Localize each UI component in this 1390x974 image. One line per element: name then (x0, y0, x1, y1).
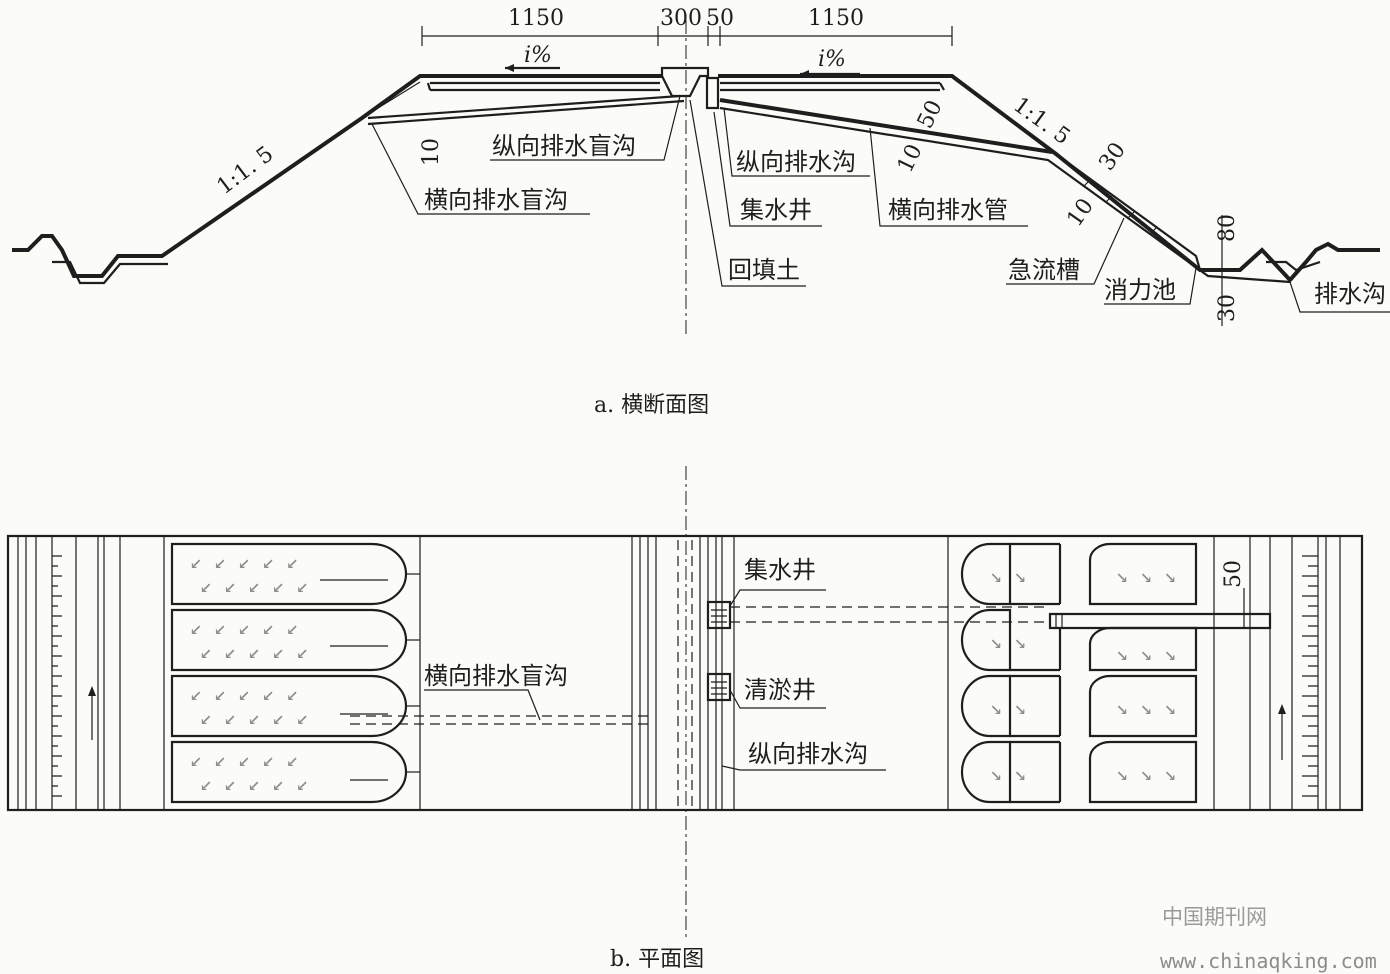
desilting-well-plan-icon (706, 672, 732, 702)
plan-view: ↙ ↙ ↙ ↙ ↙ ↙ ↙ ↙ ↙ ↙ ↙ ↙ ↙ ↙ ↙ ↙ ↙ ↙ ↙ ↙ … (6, 466, 1364, 972)
label-transverse-blind-ditch: 横向排水盲沟 (424, 186, 568, 214)
right-embankment-outline (718, 74, 1380, 283)
collecting-well-plan-icon (706, 600, 732, 630)
plan-label-longitudinal-ditch: 纵向排水沟 (748, 740, 868, 768)
right-pipe-lower (719, 106, 1291, 284)
leader-plan-transverse-blind (424, 689, 541, 721)
leader-transverse-pipe (869, 127, 1028, 227)
dim-80: 80 (1215, 214, 1240, 242)
cross-section: 1150 300 50 1150 i% i% (12, 6, 1390, 418)
plan-label-transverse-blind-ditch: 横向排水盲沟 (424, 662, 568, 690)
svg-text:↙ ↙ ↙ ↙ ↙: ↙ ↙ ↙ ↙ ↙ (200, 771, 308, 795)
slope-arrowhead-left (505, 64, 514, 72)
label-transverse-pipe: 横向排水管 (888, 196, 1008, 224)
ratio-left: 1:1. 5 (213, 142, 279, 200)
dim-50-section: 50 (913, 97, 948, 133)
leader-chute (1006, 217, 1125, 285)
left-blind-ditch-cells: ↙ ↙ ↙ ↙ ↙ ↙ ↙ ↙ ↙ ↙ ↙ ↙ ↙ ↙ ↙ ↙ ↙ ↙ ↙ ↙ … (170, 542, 420, 804)
right-transverse-pipe (719, 98, 1053, 154)
right-pavement-layer (720, 81, 945, 92)
svg-text:↘ ↘: ↘ ↘ (990, 695, 1026, 719)
dim-10-a: 10 (893, 141, 928, 177)
watermark-url: www.chinaqking.com (1160, 949, 1377, 973)
dim-1150-left: 1150 (508, 6, 564, 31)
slope-mark-right: i% (818, 47, 846, 72)
slope-arrowhead-right (800, 70, 809, 78)
dim-30-b: 30 (1215, 294, 1240, 322)
svg-text:↙ ↙ ↙ ↙ ↙: ↙ ↙ ↙ ↙ ↙ (190, 681, 298, 705)
dim-50-plan: 50 (1221, 560, 1246, 588)
label-backfill: 回填土 (728, 256, 800, 284)
svg-text:↘ ↘: ↘ ↘ (990, 563, 1026, 587)
svg-text:↙ ↙ ↙ ↙ ↙: ↙ ↙ ↙ ↙ ↙ (200, 573, 308, 597)
label-chute: 急流槽 (1008, 256, 1080, 284)
svg-text:↙ ↙ ↙ ↙ ↙: ↙ ↙ ↙ ↙ ↙ (190, 549, 298, 573)
left-edge-strip (17, 536, 165, 810)
leader-plan-desilting-well (729, 689, 826, 709)
svg-text:↙ ↙ ↙ ↙ ↙: ↙ ↙ ↙ ↙ ↙ (200, 705, 308, 729)
dim-10-b: 10 (1062, 194, 1099, 231)
left-embankment-outline (12, 74, 662, 278)
leader-plan-longitudinal-ditch (721, 765, 886, 771)
outlet-pipe-end (1055, 614, 1063, 628)
svg-text:↙ ↙ ↙ ↙ ↙: ↙ ↙ ↙ ↙ ↙ (200, 639, 308, 663)
label-longitudinal-ditch: 纵向排水沟 (736, 148, 856, 176)
watermark-cn: 中国期刊网 (1162, 905, 1267, 929)
dim-30-a: 30 (1094, 138, 1131, 175)
leader-plan-collecting-well (729, 589, 826, 607)
dim-300: 300 (660, 6, 702, 31)
svg-text:↙ ↙ ↙ ↙ ↙: ↙ ↙ ↙ ↙ ↙ (190, 747, 298, 771)
collecting-well-section (705, 76, 720, 110)
chute-steps (1083, 179, 1157, 235)
left-pavement-layer (426, 81, 660, 92)
svg-text:↘ ↘ ↘: ↘ ↘ ↘ (1116, 761, 1176, 785)
leader-longitudinal-ditch (723, 107, 870, 177)
plan-label-desilting-well: 清淤井 (744, 676, 816, 704)
dim-10-left: 10 (419, 138, 444, 166)
plan-label-collecting-well: 集水井 (744, 556, 816, 584)
leader-backfill (689, 99, 806, 287)
caption-section: a. 横断面图 (594, 393, 709, 418)
right-chute-cells: ↘ ↘ ↘ ↘ ↘ ↘ ↘ ↘ ↘ ↘ ↘ ↘ ↘ ↘ ↘ ↘ ↘ ↘ ↘ ↘ (960, 542, 1198, 804)
svg-text:↘ ↘ ↘: ↘ ↘ ↘ (1116, 563, 1176, 587)
slope-mark-left: i% (524, 43, 552, 68)
left-slope-inner (361, 81, 421, 119)
svg-text:↘ ↘: ↘ ↘ (990, 629, 1026, 653)
svg-text:↘ ↘: ↘ ↘ (990, 761, 1026, 785)
svg-text:↙ ↙ ↙ ↙ ↙: ↙ ↙ ↙ ↙ ↙ (190, 615, 298, 639)
leader-collecting-well (713, 111, 822, 227)
svg-text:↘ ↘ ↘: ↘ ↘ ↘ (1116, 695, 1176, 719)
leader-stilling-basin (1104, 267, 1197, 305)
chute (1055, 153, 1202, 271)
center-box (660, 66, 710, 98)
left-ditch-inner (52, 260, 168, 285)
svg-text:↘ ↘ ↘: ↘ ↘ ↘ (1116, 641, 1176, 665)
dim-50: 50 (706, 6, 734, 31)
outlet-pipe-plan (1048, 612, 1272, 630)
label-longitudinal-blind-ditch: 纵向排水盲沟 (492, 132, 636, 160)
label-drain-ditch: 排水沟 (1314, 280, 1386, 308)
leader-drain-ditch (1289, 281, 1390, 313)
plan-outline (6, 534, 1364, 812)
label-stilling-basin: 消力池 (1104, 276, 1176, 304)
left-transverse-blind-ditch (367, 94, 685, 126)
right-edge-strip (1213, 536, 1341, 810)
caption-plan: b. 平面图 (610, 947, 704, 972)
dim-1150-right: 1150 (808, 6, 864, 31)
median-longitudinal-ditch (631, 536, 735, 810)
label-collecting-well: 集水井 (740, 196, 812, 224)
leader-longitudinal-blind (490, 95, 681, 161)
collecting-well-grid (711, 609, 727, 623)
desilting-well-grid (711, 681, 727, 695)
leader-transverse-blind (371, 123, 590, 215)
right-ditch-inner (1266, 260, 1321, 272)
